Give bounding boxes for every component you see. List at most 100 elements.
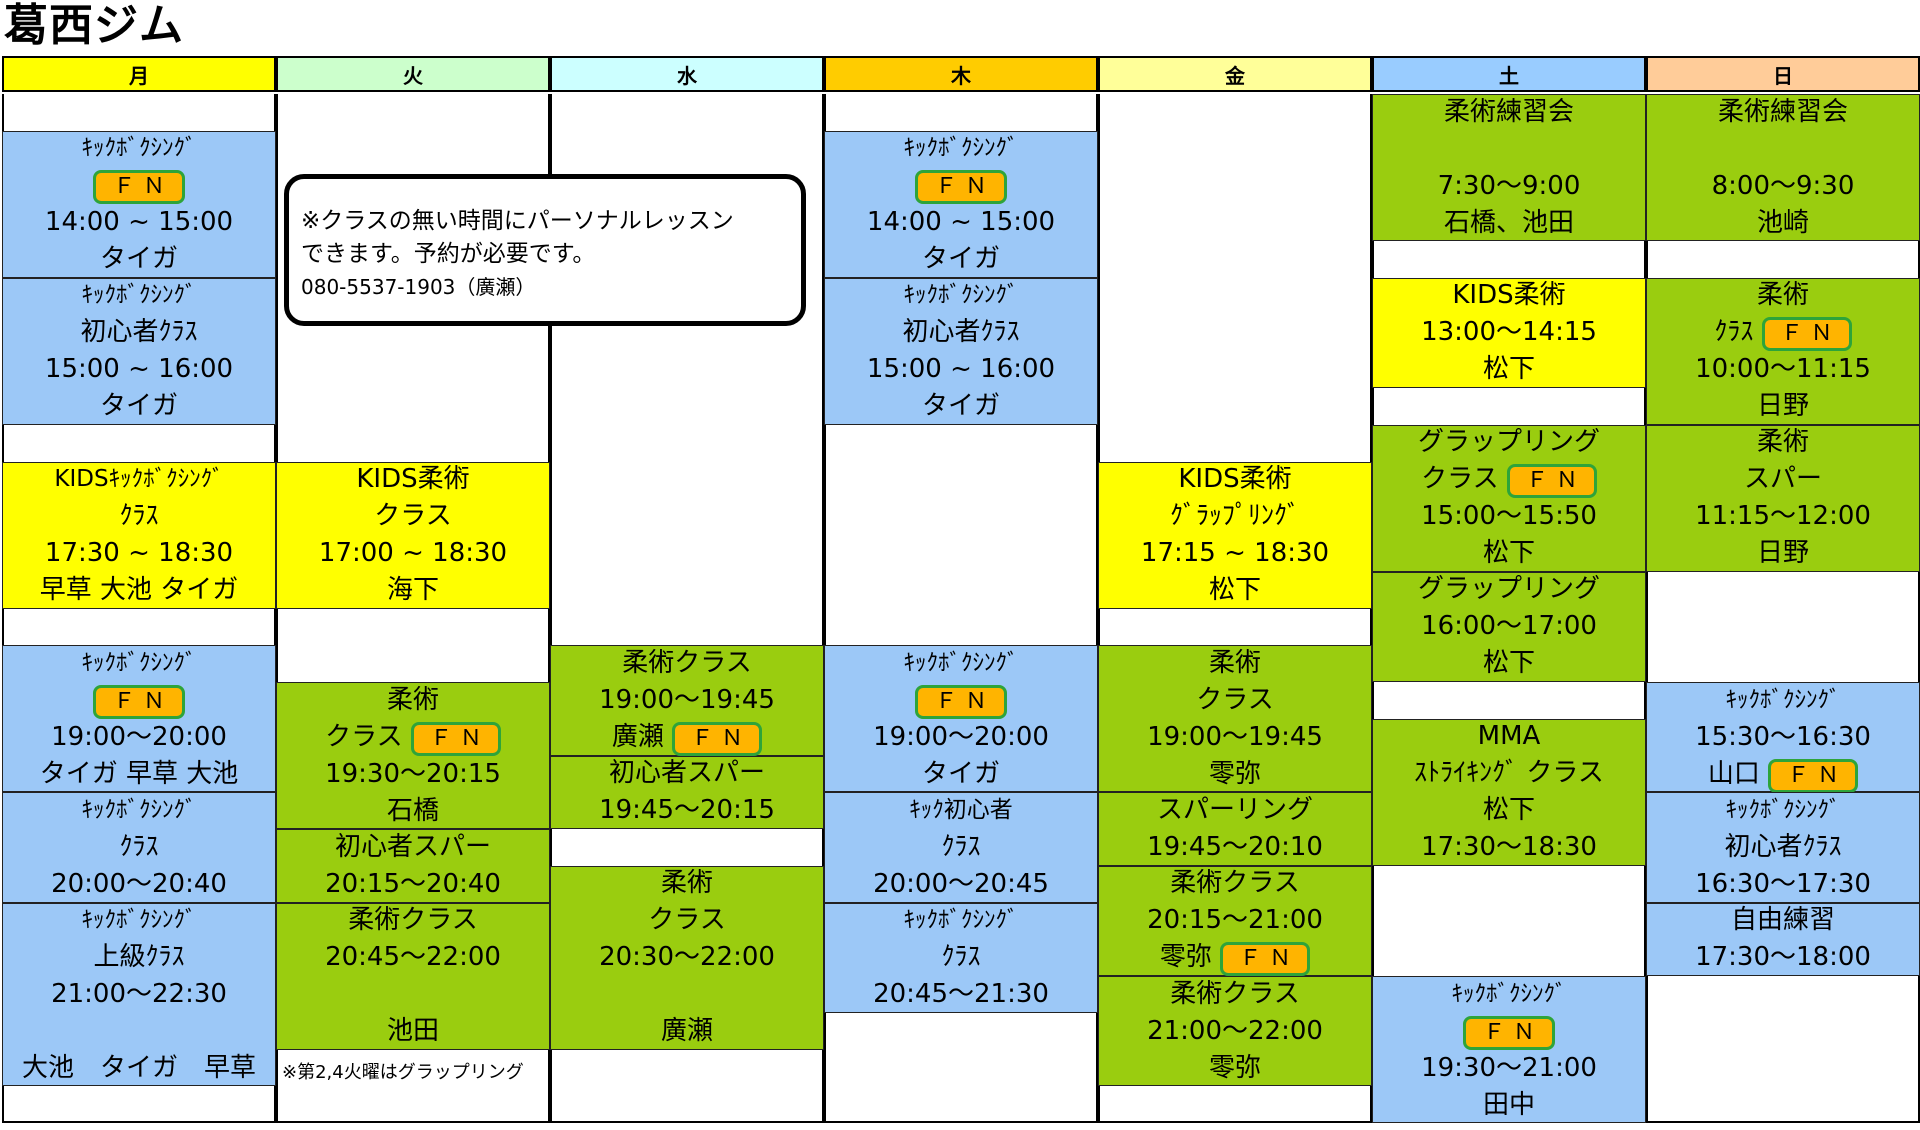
fn-badge-line: ＦＮ xyxy=(93,682,185,719)
class-text: 早草 大池 タイガ xyxy=(39,575,239,605)
class-block-tue-4: 柔術クラス 20:45～22:00 池田 xyxy=(276,902,550,1050)
class-text: KIDS柔術 xyxy=(1452,280,1566,311)
class-text: タイガ xyxy=(99,244,178,275)
class-block-tue-1: KIDS柔術クラス 17:00 ~ 18:30 海下 xyxy=(276,461,550,609)
day-column-thu xyxy=(824,94,1098,1123)
class-text: 17:00 ~ 18:30 xyxy=(318,538,508,568)
class-text: 自由練習 xyxy=(1730,905,1835,936)
class-text: ｷｯｸﾎﾞｸｼﾝｸﾞ xyxy=(81,649,197,676)
class-text: 廣瀬 ＦＮ xyxy=(612,719,763,756)
class-text: ｷｯｸﾎﾞｸｼﾝｸﾞ xyxy=(1725,686,1841,713)
fn-badge: ＦＮ xyxy=(672,721,763,756)
class-text: 柔術 xyxy=(660,868,713,899)
day-column-tue xyxy=(276,94,550,1123)
class-text: 19:45～20:10 xyxy=(1147,832,1323,862)
class-text: 19:00～20:00 xyxy=(873,721,1049,752)
class-text: ｸﾗｽ xyxy=(941,942,981,973)
class-text: クラス xyxy=(374,501,452,531)
fn-badge: ＦＮ xyxy=(1506,464,1597,499)
class-text: KIDS柔術 xyxy=(1178,464,1292,494)
tuesday-note: ※第2,4火曜はグラップリング xyxy=(282,1062,524,1083)
day-column-wed xyxy=(550,94,824,1123)
class-text: 初心者ｸﾗｽ xyxy=(80,317,198,348)
class-text: 17:15 ~ 18:30 xyxy=(1140,538,1330,568)
class-text: 石橋、池田 xyxy=(1443,207,1574,238)
fn-badge: ＦＮ xyxy=(1761,317,1852,352)
class-text: 初心者ｸﾗｽ xyxy=(1724,831,1842,862)
class-text: ｸﾗｽ ＦＮ xyxy=(1714,314,1852,352)
class-text: 20:45～22:00 xyxy=(325,942,501,972)
class-text: 14:00 ~ 15:00 xyxy=(866,207,1056,238)
class-text: 16:00～17:00 xyxy=(1421,611,1597,642)
fn-badge: ＦＮ xyxy=(1463,1015,1555,1050)
class-text: 日野 xyxy=(1756,391,1809,422)
class-text: 松下 xyxy=(1482,648,1535,679)
class-text: 山口 ＦＮ xyxy=(1708,756,1859,793)
class-text: 13:00～14:15 xyxy=(1421,317,1597,348)
class-text: 池崎 xyxy=(1756,207,1809,238)
class-text: ｸﾗｽ xyxy=(119,831,159,862)
class-text: ｷｯｸﾎﾞｸｼﾝｸﾞ xyxy=(81,282,197,309)
day-header-tue: 火 xyxy=(276,56,550,92)
class-text: ｷｯｸﾎﾞｸｼﾝｸﾞ xyxy=(81,796,197,823)
class-text: 柔術 xyxy=(1208,647,1261,678)
class-text: 19:00～20:00 xyxy=(51,721,227,752)
class-text: 松下 xyxy=(1482,538,1535,569)
fn-badge-line: ＦＮ xyxy=(915,167,1007,205)
class-text: クラス xyxy=(648,905,726,936)
class-text: 柔術練習会 xyxy=(1443,96,1574,127)
class-text: 柔術クラス xyxy=(622,647,752,678)
class-text: ｷｯｸﾎﾞｸｼﾝｸﾞ xyxy=(903,649,1019,676)
day-header-sun: 日 xyxy=(1646,56,1920,92)
fn-badge: ＦＮ xyxy=(915,170,1007,205)
class-text: 19:00～19:45 xyxy=(599,684,775,715)
day-header-thu: 木 xyxy=(824,56,1098,92)
class-text: クラス xyxy=(1196,684,1274,715)
class-text: 零弥 xyxy=(1208,1052,1261,1083)
class-text: 15:00 ~ 16:00 xyxy=(866,354,1056,385)
class-text: 初心者スパー xyxy=(608,758,765,789)
class-text: 初心者ｸﾗｽ xyxy=(902,317,1020,348)
day-header-fri: 金 xyxy=(1098,56,1372,92)
class-text: 海下 xyxy=(386,575,439,605)
class-text: 松下 xyxy=(1482,795,1535,826)
fn-badge-line: ＦＮ xyxy=(1463,1013,1555,1050)
class-text: 21:00～22:30 xyxy=(51,978,227,1009)
class-text: 15:00～15:50 xyxy=(1421,501,1597,532)
day-header-sat: 土 xyxy=(1372,56,1646,92)
class-text: 松下 xyxy=(1208,575,1261,605)
class-text: 20:15～21:00 xyxy=(1147,905,1323,936)
class-text: 柔術クラス xyxy=(348,905,478,935)
class-text: 11:15～12:00 xyxy=(1695,501,1871,532)
class-text: ｷｯｸﾎﾞｸｼﾝｸﾞ xyxy=(1725,796,1841,823)
class-text: ｽﾄﾗｲｷﾝｸﾞ クラス xyxy=(1414,758,1604,789)
class-text: 19:00～19:45 xyxy=(1147,721,1323,752)
class-text: 柔術 xyxy=(1756,427,1809,458)
fn-badge: ＦＮ xyxy=(93,684,185,719)
class-text: クラス ＦＮ xyxy=(325,719,501,756)
class-text: KIDS柔術 xyxy=(356,464,470,494)
fn-badge: ＦＮ xyxy=(915,684,1007,719)
class-text: 石橋 xyxy=(386,795,439,826)
class-text: 池田 xyxy=(386,1016,439,1046)
class-text: 初心者スパー xyxy=(334,831,491,862)
class-text: タイガ xyxy=(921,244,1000,275)
class-text: ｷｯｸﾎﾞｸｼﾝｸﾞ xyxy=(903,907,1019,934)
class-text: ｷｯｸﾎﾞｸｼﾝｸﾞ xyxy=(903,282,1019,309)
